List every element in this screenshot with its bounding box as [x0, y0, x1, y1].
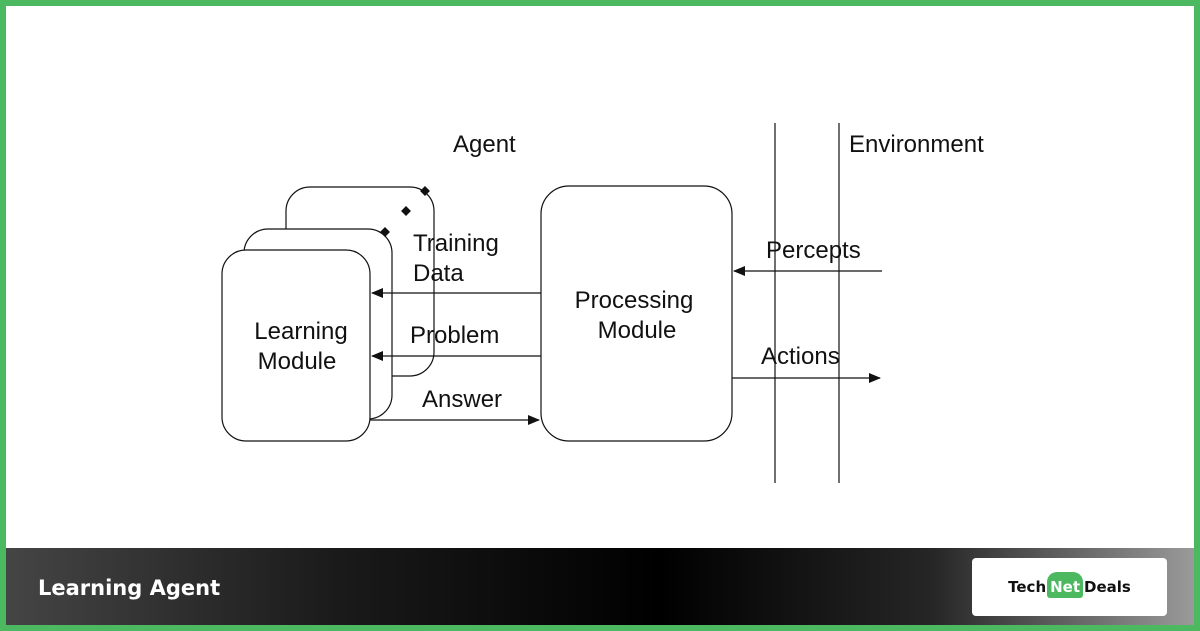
footer-title: Learning Agent [38, 576, 221, 600]
footer-bar: Learning Agent Tech Net Deals [6, 548, 1194, 625]
processing-module-box [540, 185, 733, 442]
actions-label: Actions [761, 343, 840, 370]
stack-continuation-dot [401, 206, 411, 216]
processing-module-label-line1: Processing [575, 287, 694, 314]
stack-continuation-dot [380, 227, 390, 237]
percepts-label: Percepts [766, 237, 861, 264]
environment-label: Environment [849, 131, 984, 158]
training-data-label-line1: Training [413, 230, 499, 257]
technetdeals-logo[interactable]: Tech Net Deals [972, 558, 1167, 616]
learning-module-box [221, 249, 371, 442]
processing-module-label-line2: Module [598, 317, 677, 344]
logo-text-deals: Deals [1084, 578, 1131, 596]
logo-text-tech: Tech [1008, 578, 1047, 596]
training-data-label-line2: Data [413, 260, 464, 287]
agent-label: Agent [453, 131, 516, 158]
learning-module-label-line1: Learning [254, 318, 347, 345]
learning-module-label-line2: Module [258, 348, 337, 375]
problem-label: Problem [410, 322, 499, 349]
learning-agent-diagram: Agent Environment Learning Module Proces… [221, 123, 984, 483]
logo-text-net: Net [1047, 572, 1084, 598]
answer-label: Answer [422, 386, 502, 413]
stack-continuation-dot [420, 186, 430, 196]
